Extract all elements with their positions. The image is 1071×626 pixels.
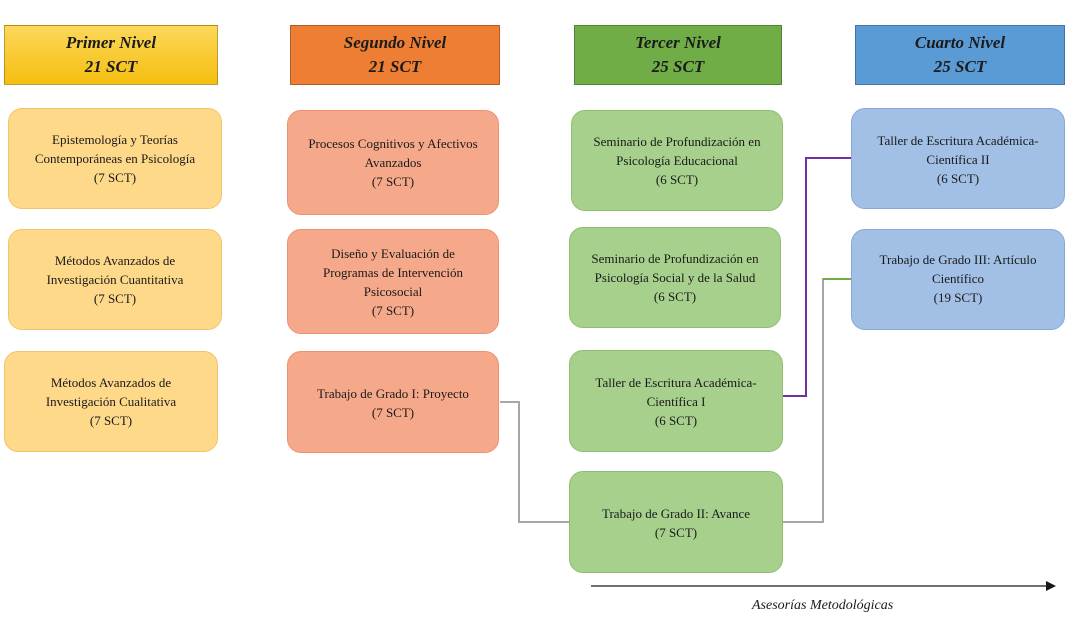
course-line: Epistemología y Teorías xyxy=(52,132,178,147)
course-line: Procesos Cognitivos y Afectivos xyxy=(308,136,478,151)
course-line: Psicología Educacional xyxy=(616,153,738,168)
connector-tg1-tg2 xyxy=(500,401,569,523)
course-line: Avanzados xyxy=(364,155,422,170)
course-trabajo-grado-1: Trabajo de Grado I: Proyecto (7 SCT) xyxy=(287,351,499,453)
course-line: Seminario de Profundización en xyxy=(591,251,759,266)
course-trabajo-grado-3: Trabajo de Grado III: Artículo Científic… xyxy=(851,229,1065,330)
level-credits: 21 SCT xyxy=(84,57,138,76)
asesorias-label: Asesorías Metodológicas xyxy=(752,598,894,613)
course-trabajo-grado-2: Trabajo de Grado II: Avance (7 SCT) xyxy=(569,471,783,573)
course-credits: (19 SCT) xyxy=(933,290,983,305)
course-credits: (7 SCT) xyxy=(371,302,415,318)
level-title: Cuarto Nivel xyxy=(914,33,1006,52)
level-header-3: Tercer Nivel 25 SCT xyxy=(574,25,782,85)
course-metodos-cuantitativa: Métodos Avanzados de Investigación Cuant… xyxy=(8,229,222,330)
level-title: Segundo Nivel xyxy=(343,33,447,52)
course-credits: (6 SCT) xyxy=(653,289,697,304)
course-taller-escritura-2: Taller de Escritura Académica- Científic… xyxy=(851,108,1065,209)
connector-taller1-taller2 xyxy=(783,157,852,397)
course-credits: (7 SCT) xyxy=(371,174,415,189)
course-credits: (7 SCT) xyxy=(93,291,137,306)
course-line: Trabajo de Grado I: Proyecto xyxy=(317,386,469,401)
course-diseno-evaluacion: Diseño y Evaluación de Programas de Inte… xyxy=(287,229,499,334)
course-metodos-cualitativa: Métodos Avanzados de Investigación Cuali… xyxy=(4,351,218,452)
course-credits: (6 SCT) xyxy=(654,412,698,428)
connector-tg2-tg3 xyxy=(783,278,852,523)
level-header-2: Segundo Nivel 21 SCT xyxy=(290,25,500,85)
course-line: Psicología Social y de la Salud xyxy=(594,270,756,285)
course-line: Trabajo de Grado II: Avance xyxy=(601,506,750,521)
course-line: Programas de Intervención xyxy=(322,264,464,280)
level-title: Tercer Nivel xyxy=(635,33,721,52)
level-header-1: Primer Nivel 21 SCT xyxy=(4,25,218,85)
course-line: Diseño y Evaluación de xyxy=(331,245,455,261)
course-line: Seminario de Profundización en xyxy=(593,134,761,149)
course-credits: (6 SCT) xyxy=(936,171,980,186)
course-line: Científica I xyxy=(646,393,706,409)
timeline-arrow-head xyxy=(1046,581,1056,591)
course-line: Investigación Cualitativa xyxy=(45,394,177,409)
course-line: Psicosocial xyxy=(363,283,423,299)
course-line: Científico xyxy=(932,271,984,286)
course-credits: (7 SCT) xyxy=(93,170,137,185)
level-credits: 25 SCT xyxy=(933,57,987,76)
course-line: Trabajo de Grado III: Artículo xyxy=(879,252,1037,267)
course-line: Métodos Avanzados de xyxy=(54,253,176,268)
course-line: Taller de Escritura Académica- xyxy=(877,133,1039,148)
course-line: Científica II xyxy=(926,152,990,167)
course-procesos-cognitivos: Procesos Cognitivos y Afectivos Avanzado… xyxy=(287,110,499,215)
course-epistemologia: Epistemología y Teorías Contemporáneas e… xyxy=(8,108,222,209)
course-line: Taller de Escritura Académica- xyxy=(595,374,757,390)
level-credits: 25 SCT xyxy=(651,57,705,76)
course-seminario-social-salud: Seminario de Profundización en Psicologí… xyxy=(569,227,781,328)
course-credits: (6 SCT) xyxy=(655,172,699,187)
course-credits: (7 SCT) xyxy=(89,413,133,428)
level-credits: 21 SCT xyxy=(368,57,422,76)
course-line: Contemporáneas en Psicología xyxy=(34,151,196,166)
course-line: Investigación Cuantitativa xyxy=(46,272,184,287)
course-credits: (7 SCT) xyxy=(371,405,415,420)
course-line: Métodos Avanzados de xyxy=(50,375,172,390)
course-taller-escritura-1: Taller de Escritura Académica- Científic… xyxy=(569,350,783,452)
level-header-4: Cuarto Nivel 25 SCT xyxy=(855,25,1065,85)
course-seminario-educacional: Seminario de Profundización en Psicologí… xyxy=(571,110,783,211)
course-credits: (7 SCT) xyxy=(654,525,698,540)
level-title: Primer Nivel xyxy=(65,33,157,52)
